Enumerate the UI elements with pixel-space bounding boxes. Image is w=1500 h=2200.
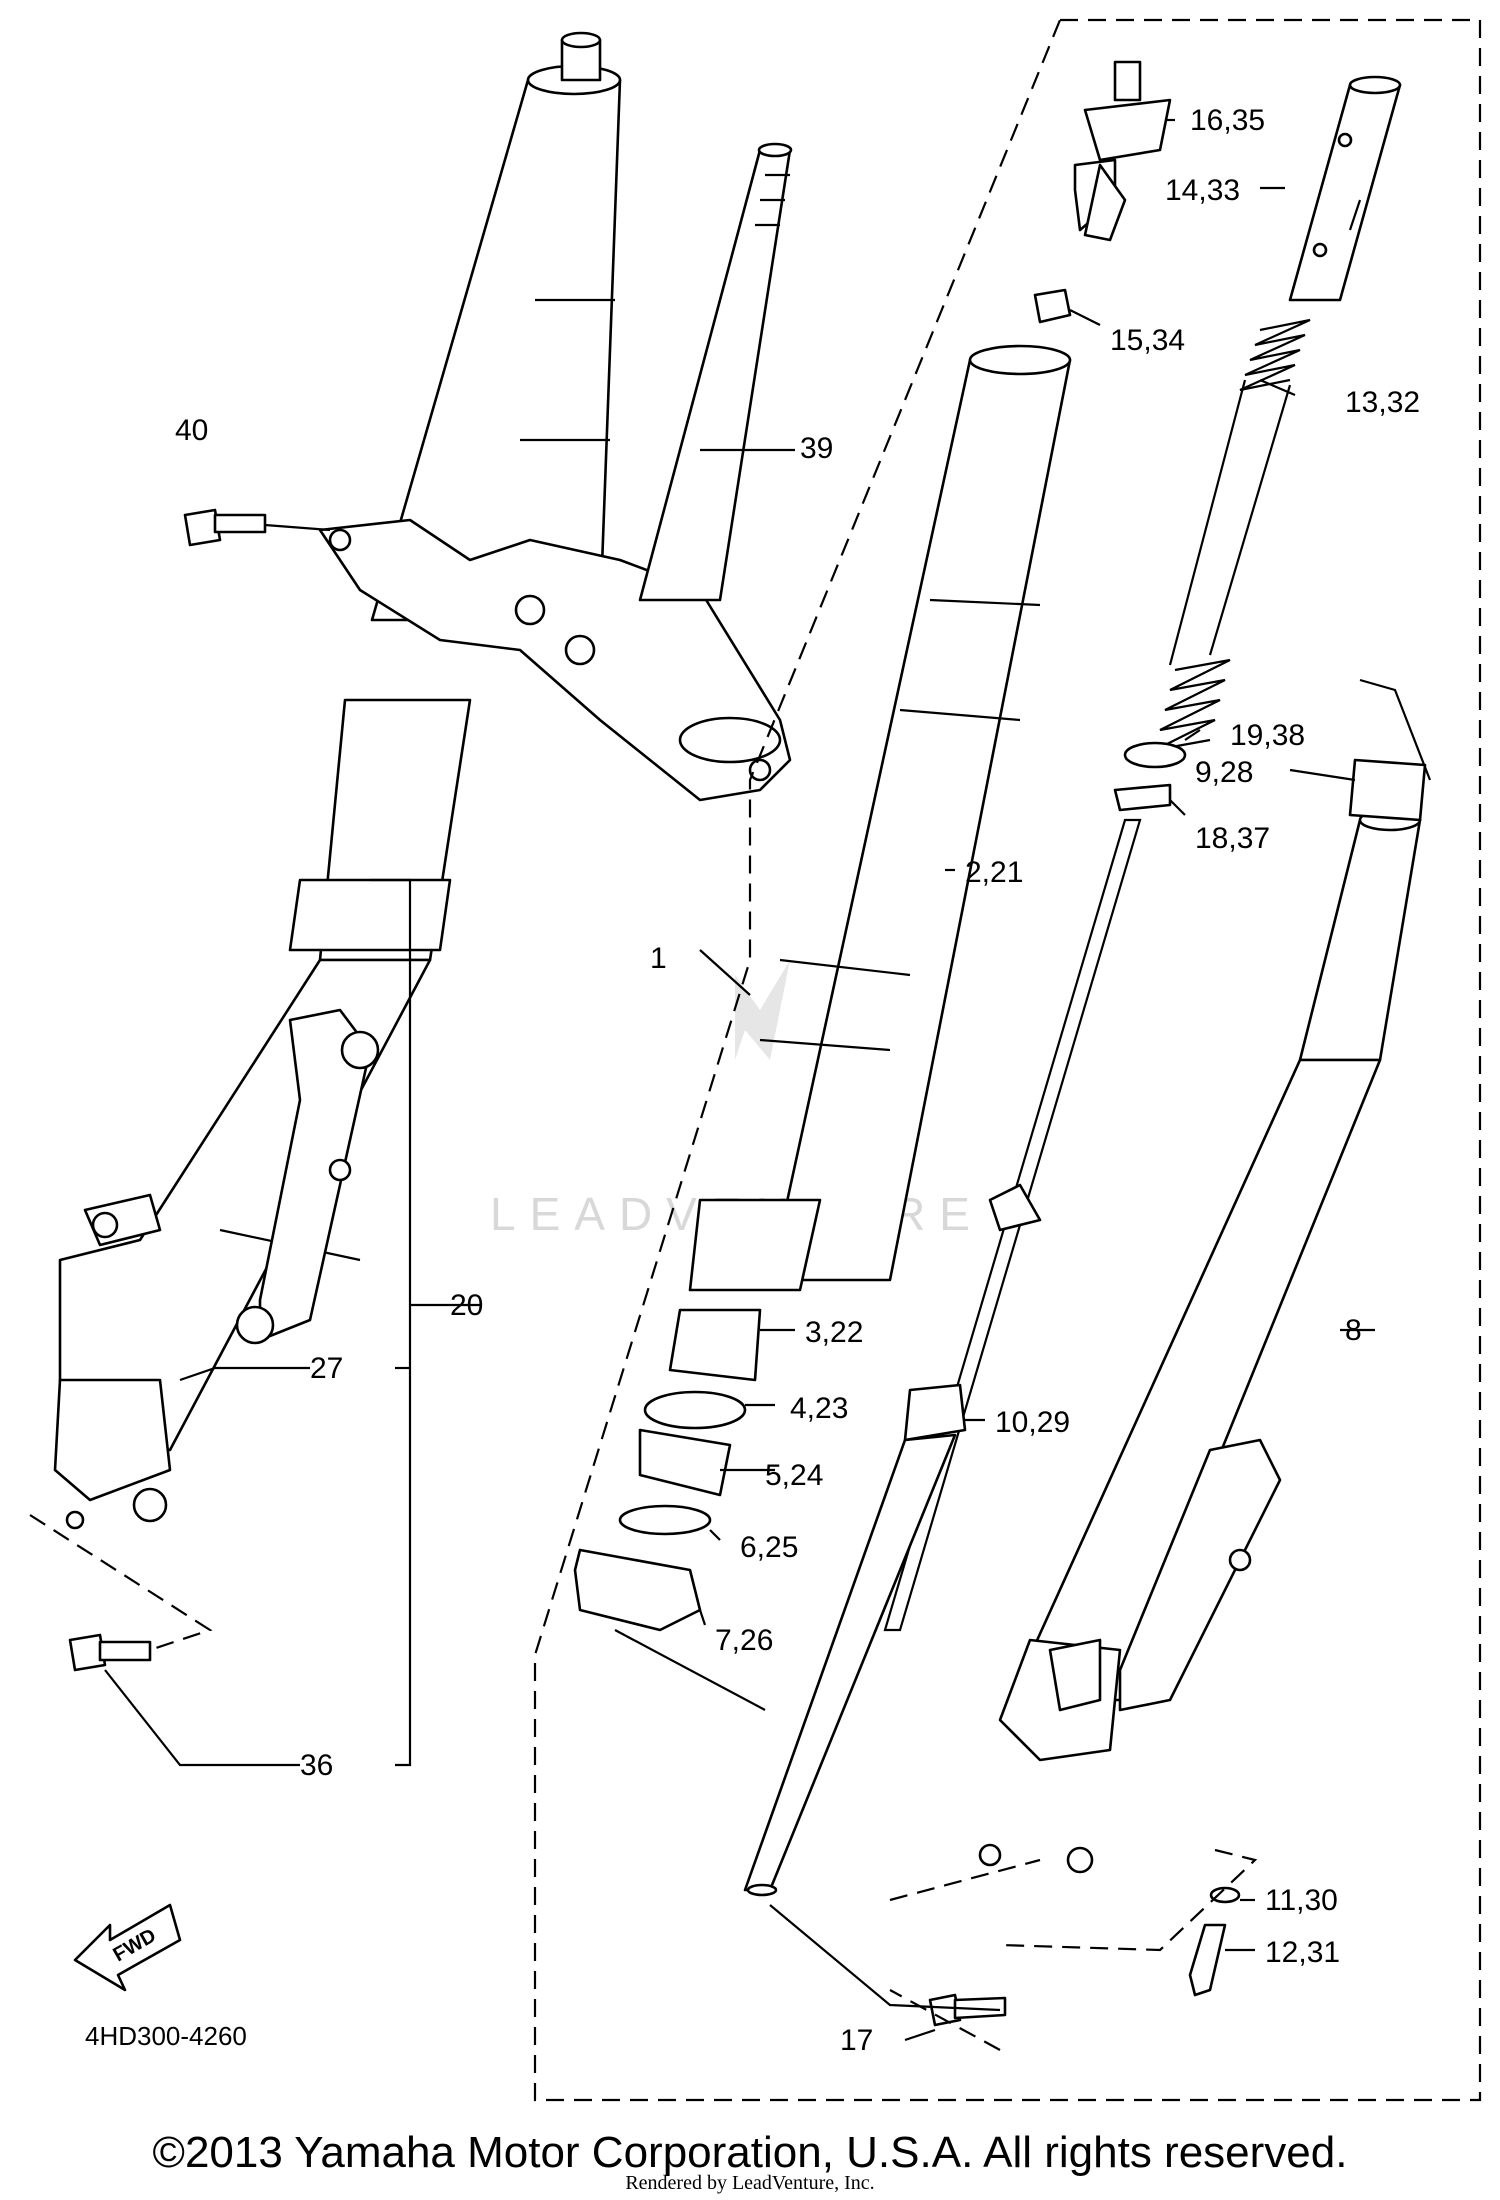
damper-rod	[743, 818, 1142, 1897]
copper-washer	[1209, 1886, 1241, 1904]
circlip	[618, 1504, 712, 1536]
callout-5-24: 5,24	[765, 1459, 823, 1492]
rendered-by-credit: Rendered by LeadVenture, Inc.	[625, 2172, 875, 2194]
callout-19-38: 19,38	[1230, 719, 1305, 752]
callout-8: 8	[1345, 1314, 1362, 1347]
callout-18-37: 18,37	[1195, 822, 1270, 855]
outer-bush	[1348, 758, 1427, 822]
diagram-code: 4HD300-4260	[85, 2021, 247, 2051]
callout-4-23: 4,23	[790, 1392, 848, 1425]
disassembly-boundary	[533, 18, 1482, 2102]
left-fork-assembly	[53, 31, 622, 1530]
callout-40: 40	[175, 414, 208, 447]
dust-seal	[573, 1548, 702, 1632]
pinch-bolt-40	[183, 508, 267, 547]
callout-10-29: 10,29	[995, 1406, 1070, 1439]
callout-7-26: 7,26	[715, 1624, 773, 1657]
cap-bolt	[1073, 60, 1172, 242]
callout-16-35: 16,35	[1190, 104, 1265, 137]
callout-6-25: 6,25	[740, 1531, 798, 1564]
steering-stem	[638, 142, 793, 602]
callout-20: 20	[450, 1289, 483, 1322]
callout-11-30: 11,30	[1265, 1884, 1338, 1917]
callout-9-28: 9,28	[1195, 756, 1253, 789]
fwd-arrow-icon: FWD	[73, 1903, 182, 1992]
callout-36: 36	[300, 1749, 333, 1782]
callout-13-32: 13,32	[1345, 386, 1420, 419]
fork-spring	[1154, 318, 1311, 752]
callout-1: 1	[650, 942, 667, 975]
callout-39: 39	[800, 432, 833, 465]
locknut	[1033, 288, 1072, 324]
copyright-notice: ©2013 Yamaha Motor Corporation, U.S.A. A…	[152, 2128, 1348, 2177]
callout-27: 27	[310, 1352, 343, 1385]
callout-14-33: 14,33	[1165, 174, 1240, 207]
callout-3-22: 3,22	[805, 1316, 863, 1349]
axle-bolt-36	[68, 1633, 152, 1672]
callout-15-34: 15,34	[1110, 324, 1185, 357]
callout-labels: 40 39 20 27 36 16,35 14,33 15,34 13,32 1…	[175, 104, 1420, 2057]
outer-tube	[978, 808, 1422, 1874]
callout-17: 17	[840, 2024, 873, 2057]
washer-4	[643, 1390, 747, 1430]
spring-seat	[1113, 783, 1172, 812]
callout-2-21: 2,21	[965, 856, 1023, 889]
oil-seal	[638, 1428, 732, 1497]
damper-bolt	[1188, 1923, 1227, 1997]
spring-washer	[1123, 741, 1187, 769]
inner-tube	[688, 344, 1072, 1292]
spacer-tube	[1288, 75, 1402, 302]
slide-metal	[668, 1308, 762, 1382]
callout-12-31: 12,31	[1265, 1936, 1340, 1969]
